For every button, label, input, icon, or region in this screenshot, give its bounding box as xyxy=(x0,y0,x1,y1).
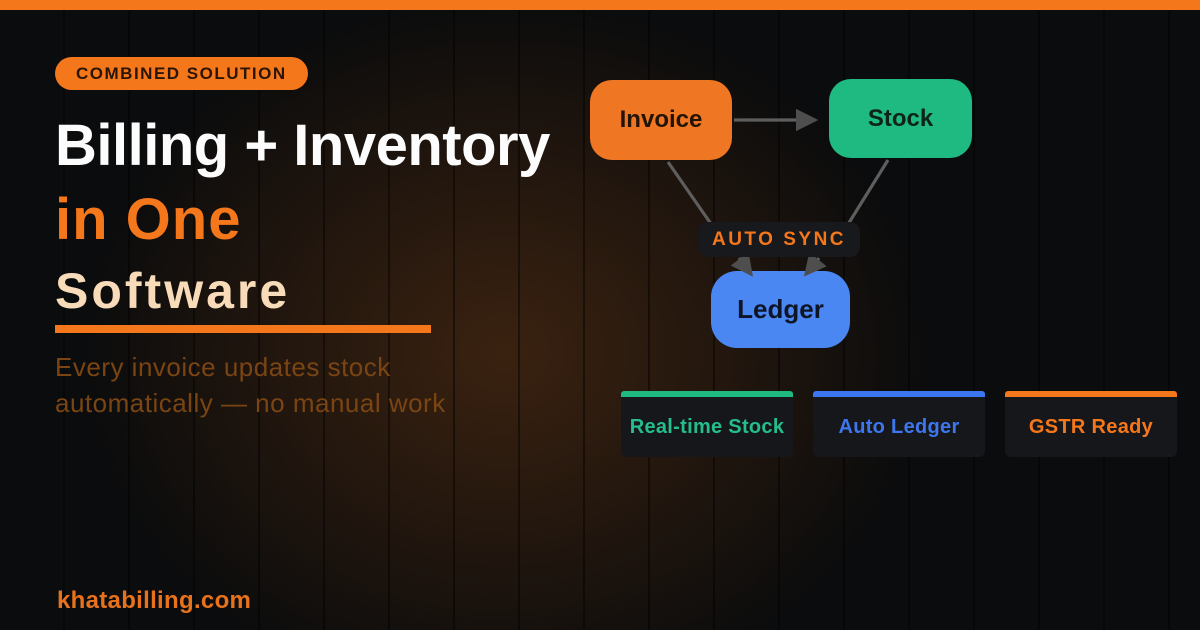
feature-card-label: Real-time Stock xyxy=(629,415,785,438)
feature-card-label: GSTR Ready xyxy=(1028,415,1154,438)
invoice-node: Invoice xyxy=(590,80,732,160)
stock-node: Stock xyxy=(829,79,972,158)
website-url[interactable]: khatabilling.com xyxy=(57,587,252,614)
invoice-node-label: Invoice xyxy=(619,106,703,133)
ledger-node-label: Ledger xyxy=(737,294,824,324)
top-accent-bar xyxy=(0,0,1200,10)
feature-card-label: Auto Ledger xyxy=(838,415,960,438)
feature-card-realtime-stock: Real-time Stock xyxy=(621,391,793,457)
auto-sync-label: AUTO SYNC xyxy=(711,228,847,250)
ledger-node: Ledger xyxy=(711,271,850,348)
feature-card-auto-ledger: Auto Ledger xyxy=(813,391,985,457)
stock-node-label: Stock xyxy=(867,104,934,132)
feature-card-gstr-ready: GSTR Ready xyxy=(1005,391,1177,457)
auto-sync-chip: AUTO SYNC xyxy=(698,222,860,257)
feature-cards: Real-time Stock Auto Ledger GSTR Ready xyxy=(621,391,1177,457)
